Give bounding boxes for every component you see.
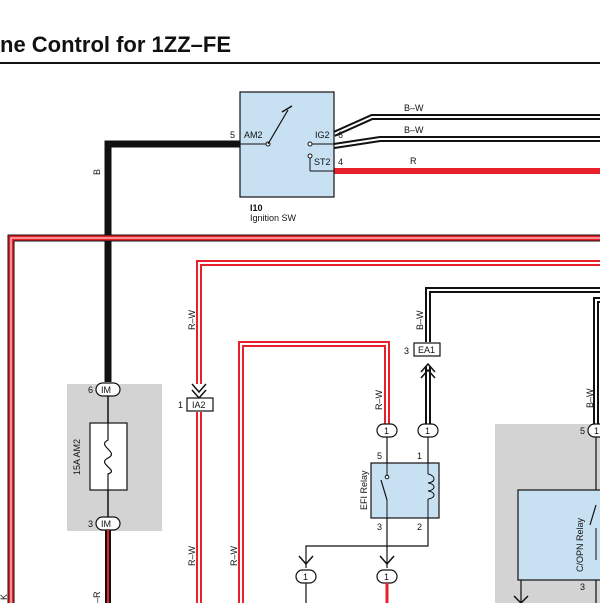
ia2-arrow — [191, 383, 207, 400]
bottom-junction-right-label: 1 — [384, 572, 389, 582]
efi-junction-right-label: 1 — [425, 426, 430, 436]
efi-pin-1: 1 — [417, 451, 422, 461]
wire-label-b: B — [92, 169, 102, 175]
ig-terminal-st2: ST2 — [314, 157, 331, 167]
wire-label-rw-efi: R–W — [374, 389, 384, 410]
wire-label-bw-mid: B–W — [404, 125, 424, 135]
efi-relay-coil — [427, 473, 435, 500]
ig-pin-st2: 4 — [338, 157, 343, 167]
fuse-connector-bottom-label: IM — [101, 519, 111, 529]
ig-pin-ig2: 6 — [338, 130, 343, 140]
ig-name: Ignition SW — [250, 213, 297, 223]
fuse-name: 15A AM2 — [72, 439, 82, 475]
copn-relay-name: C/OPN Relay — [575, 517, 585, 572]
efi-relay-contact — [380, 479, 388, 501]
wire-label-r: R — [410, 156, 417, 166]
fuse-element — [104, 423, 112, 490]
wire-label-bw-right: B–W — [585, 388, 595, 408]
copn-junction — [587, 423, 600, 438]
copn-pin-5: 5 — [580, 426, 585, 436]
ea1-arrow — [420, 362, 436, 379]
ig-terminal-am2: AM2 — [244, 130, 263, 140]
efi-junction-left-label: 1 — [384, 426, 389, 436]
ia2-label: IA2 — [192, 400, 206, 410]
wire-b — [104, 140, 240, 382]
copn-relay-box — [517, 489, 600, 581]
efi-pin2-wire — [305, 518, 429, 568]
ia2-pin: 1 — [178, 400, 183, 410]
efi-pin-5: 5 — [377, 451, 382, 461]
wire-bw-ea1 — [425, 287, 600, 342]
ea1-pin: 3 — [404, 346, 409, 356]
efi-pin-2: 2 — [417, 522, 422, 532]
copn-pin-3: 3 — [580, 582, 585, 592]
wire-rw-ia2 — [196, 260, 600, 384]
copn-junction-label: 1 — [594, 426, 599, 436]
fuse-pin-bottom: 3 — [88, 519, 93, 529]
fuse-pin-top: 6 — [88, 385, 93, 395]
efi-pin-3: 3 — [377, 522, 382, 532]
wire-label-bw-top: B–W — [404, 103, 424, 113]
copn-relay-contact — [589, 504, 597, 526]
wire-bw-top — [332, 114, 600, 137]
ig-terminal-ig2: IG2 — [315, 130, 330, 140]
ea1-label: EA1 — [418, 345, 435, 355]
wire-label-rw-left: R–W — [187, 309, 197, 330]
ig-pin-am2: 5 — [230, 130, 235, 140]
wire-label-rw-bottom1: R–W — [187, 545, 197, 566]
ea1-box — [413, 342, 441, 357]
ia2-box — [186, 397, 214, 412]
fuse-connector-top-label: IM — [101, 385, 111, 395]
wire-label-bw-ea1: B–W — [415, 310, 425, 330]
bottom-junction-left-label: 1 — [303, 572, 308, 582]
wire-label-edge-left2: –R — [92, 591, 102, 603]
wire-label-rw-bottom2: R–W — [229, 545, 239, 566]
diagram-title: ne Control for 1ZZ–FE — [0, 32, 231, 57]
ig-switch-lever — [267, 109, 289, 145]
efi-relay-name: EFI Relay — [359, 470, 369, 510]
ig-code: I10 — [250, 203, 263, 213]
wire-label-edge-left: K — [0, 594, 9, 600]
